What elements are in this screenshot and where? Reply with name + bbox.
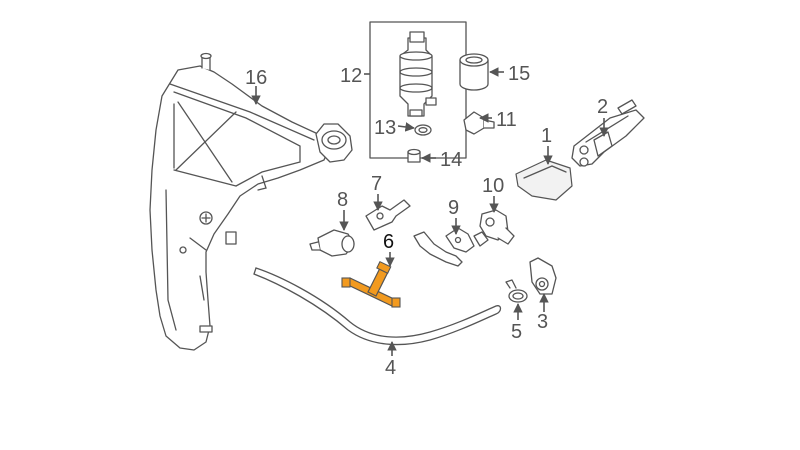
washer-pump-group[interactable] [369,21,467,159]
callout-1[interactable]: 1 [541,125,552,147]
check-valve-8[interactable] [309,229,355,257]
callout-4[interactable]: 4 [385,357,396,379]
callout-3[interactable]: 3 [537,311,548,333]
washer-hose-4[interactable] [253,267,502,346]
callout-16[interactable]: 16 [245,67,267,89]
washer-pipe-9[interactable] [413,227,489,267]
angle-connector-3[interactable] [529,257,557,295]
callout-11[interactable]: 11 [496,109,517,131]
callout-2[interactable]: 2 [597,96,608,118]
hose-clamp-5[interactable] [505,279,528,303]
callout-6[interactable]: 6 [383,231,394,253]
callout-8[interactable]: 8 [337,189,348,211]
grommet-14[interactable] [407,148,421,163]
callout-5[interactable]: 5 [511,321,522,343]
callout-14[interactable]: 14 [440,149,462,171]
hose-connector-7[interactable] [365,199,411,231]
callout-7[interactable]: 7 [371,173,382,195]
washer-reservoir[interactable] [149,52,353,351]
check-valve-11[interactable] [463,111,495,135]
callout-9[interactable]: 9 [448,197,459,219]
pump-grommet[interactable] [459,53,489,91]
headlamp-washer-nozzle[interactable] [571,99,645,167]
nozzle-cover[interactable] [515,159,573,201]
callout-10[interactable]: 10 [482,175,504,197]
callout-12[interactable]: 12 [340,65,362,87]
o-ring-13 [414,124,432,136]
callout-labels: 16 12 13 15 11 14 2 1 7 8 9 10 6 3 5 4 [245,63,608,379]
callout-15[interactable]: 15 [508,63,530,85]
t-connector-6[interactable] [341,260,401,308]
leader-lines [251,67,609,356]
callout-13[interactable]: 13 [374,117,396,139]
